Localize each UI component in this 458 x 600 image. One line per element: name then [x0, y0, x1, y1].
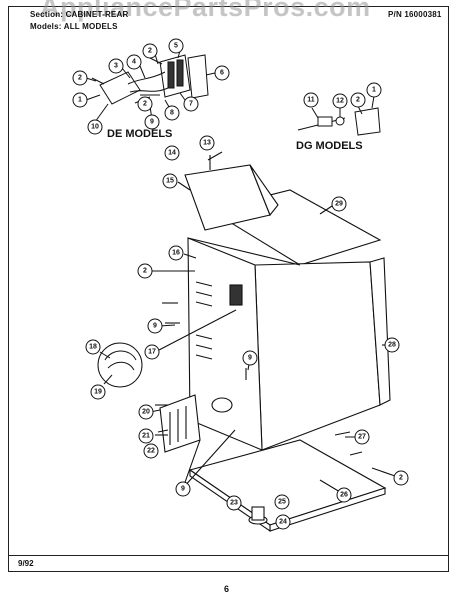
section-label: Section: CABINET-REAR — [30, 10, 129, 19]
callout-5: 5 — [168, 38, 184, 54]
callouts: 1 2 3 4 2 5 6 7 8 9 2 10 11 12 2 1 13 14… — [72, 38, 409, 530]
blower-clip-detail — [97, 342, 143, 388]
callout-9d: 9 — [175, 481, 191, 497]
callout-12: 12 — [332, 93, 348, 109]
svg-text:20: 20 — [142, 409, 150, 416]
svg-text:29: 29 — [335, 201, 343, 208]
svg-text:24: 24 — [279, 519, 287, 526]
callout-26: 26 — [336, 487, 352, 503]
callout-2a: 2 — [72, 70, 88, 86]
callout-7: 7 — [183, 96, 199, 112]
callout-9b: 9 — [147, 318, 163, 334]
callout-8: 8 — [164, 105, 180, 121]
callout-19: 19 — [90, 384, 106, 400]
callout-4: 4 — [126, 54, 142, 70]
callout-21: 21 — [138, 428, 154, 444]
svg-text:11: 11 — [307, 97, 315, 104]
de-models-label: DE MODELS — [107, 128, 173, 140]
svg-text:2: 2 — [148, 48, 152, 55]
models-label: Models: ALL MODELS — [30, 22, 118, 31]
svg-text:14: 14 — [168, 150, 176, 157]
svg-text:6: 6 — [220, 70, 224, 77]
svg-text:2: 2 — [143, 268, 147, 275]
footer-divider — [8, 555, 449, 556]
svg-text:18: 18 — [89, 344, 97, 351]
svg-text:19: 19 — [94, 389, 102, 396]
callout-10: 10 — [87, 119, 103, 135]
svg-text:2: 2 — [399, 475, 403, 482]
callout-16: 16 — [168, 245, 184, 261]
revision-date: 9/92 — [18, 559, 34, 568]
svg-text:9: 9 — [150, 119, 154, 126]
callout-9c: 9 — [242, 350, 258, 366]
svg-text:21: 21 — [142, 433, 150, 440]
svg-text:15: 15 — [166, 178, 174, 185]
callout-6: 6 — [214, 65, 230, 81]
callout-17: 17 — [144, 344, 160, 360]
svg-text:3: 3 — [114, 63, 118, 70]
callout-2f: 2 — [393, 470, 409, 486]
svg-text:26: 26 — [340, 492, 348, 499]
svg-text:12: 12 — [336, 98, 344, 105]
svg-text:28: 28 — [388, 342, 396, 349]
svg-text:9: 9 — [181, 486, 185, 493]
part-number: P/N 16000381 — [388, 10, 442, 19]
svg-text:2: 2 — [78, 75, 82, 82]
svg-text:7: 7 — [189, 101, 193, 108]
svg-text:1: 1 — [78, 97, 82, 104]
cabinet-assembly — [149, 151, 396, 533]
dg-models-label: DG MODELS — [296, 140, 363, 152]
svg-text:8: 8 — [170, 110, 174, 117]
svg-text:23: 23 — [230, 500, 238, 507]
callout-2c: 2 — [137, 96, 153, 112]
svg-text:9: 9 — [153, 323, 157, 330]
svg-text:1: 1 — [372, 87, 376, 94]
callout-22: 22 — [143, 443, 159, 459]
callout-9a: 9 — [144, 114, 160, 130]
callout-11: 11 — [303, 92, 319, 108]
callout-15: 15 — [162, 173, 178, 189]
callout-14: 14 — [164, 145, 180, 161]
svg-text:10: 10 — [91, 124, 99, 131]
callout-13: 13 — [199, 135, 215, 151]
page-number: 6 — [224, 584, 230, 594]
svg-text:2: 2 — [356, 97, 360, 104]
callout-1b: 1 — [366, 82, 382, 98]
dg-models-assembly — [297, 95, 381, 136]
callout-27: 27 — [354, 429, 370, 445]
callout-2d: 2 — [350, 92, 366, 108]
callout-18: 18 — [85, 339, 101, 355]
callout-20: 20 — [138, 404, 154, 420]
callout-25: 25 — [274, 494, 290, 510]
watermark: AppliancePartsPros.com — [40, 0, 371, 22]
svg-text:27: 27 — [358, 434, 366, 441]
callout-28: 28 — [384, 337, 400, 353]
callout-3: 3 — [108, 58, 124, 74]
svg-text:9: 9 — [248, 355, 252, 362]
svg-text:5: 5 — [174, 43, 178, 50]
callout-24: 24 — [275, 514, 291, 530]
svg-text:17: 17 — [148, 349, 156, 356]
callout-29: 29 — [331, 196, 347, 212]
svg-text:2: 2 — [143, 101, 147, 108]
callout-1a: 1 — [72, 92, 88, 108]
diagram-frame — [8, 6, 449, 572]
svg-text:22: 22 — [147, 448, 155, 455]
svg-text:13: 13 — [203, 140, 211, 147]
svg-text:25: 25 — [278, 499, 286, 506]
callout-23: 23 — [226, 495, 242, 511]
svg-text:4: 4 — [132, 59, 136, 66]
de-models-assembly — [85, 46, 216, 123]
callout-2e: 2 — [137, 263, 153, 279]
svg-text:16: 16 — [172, 250, 180, 257]
callout-2b: 2 — [142, 43, 158, 59]
